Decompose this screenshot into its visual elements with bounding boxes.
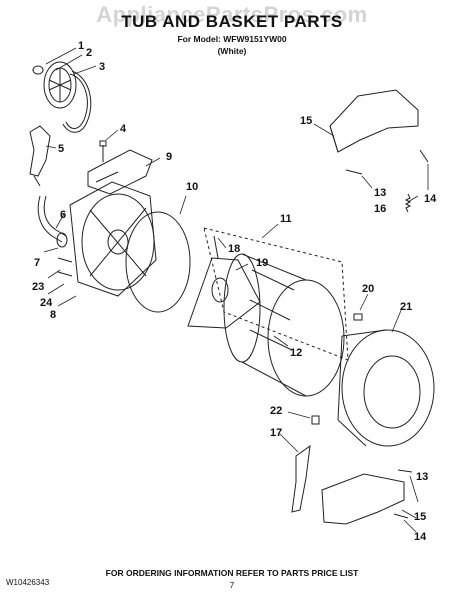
- tub-seal-ring: [125, 211, 191, 313]
- callout-14-bottom: 14: [414, 531, 427, 543]
- callout-23: 23: [32, 281, 44, 293]
- callout-7: 7: [34, 257, 40, 269]
- bolt-14-bottom: [393, 513, 409, 519]
- callout-15-bottom: 15: [414, 511, 426, 523]
- bolt-part: [99, 140, 107, 162]
- callout-13-top: 13: [374, 187, 386, 199]
- front-tub-part: [337, 329, 435, 447]
- callout-11: 11: [280, 213, 292, 225]
- spider-part: [187, 235, 261, 329]
- callout-5: 5: [58, 143, 64, 155]
- rear-tub-part: [57, 181, 157, 297]
- callout-15-top: 15: [300, 115, 312, 127]
- callout-8: 8: [50, 309, 56, 321]
- spring-part: [404, 193, 412, 213]
- model-line: For Model: WFW9151YW00: [177, 34, 287, 44]
- callout-20: 20: [362, 283, 374, 295]
- callout-1: 1: [78, 40, 84, 52]
- callout-24: 24: [40, 297, 53, 309]
- callout-4: 4: [120, 123, 127, 135]
- diagram-title: TUB AND BASKET PARTS: [121, 12, 343, 31]
- document-number: W10426343: [6, 578, 50, 587]
- watermark: AppliancePartsPros.com: [96, 2, 368, 27]
- callout-13-bottom: 13: [416, 471, 428, 483]
- callout-12: 12: [290, 347, 302, 359]
- bolt-14-top: [419, 149, 429, 163]
- callout-22: 22: [270, 405, 282, 417]
- bolt-13-bottom: [397, 469, 413, 473]
- counterweight-top: [329, 89, 419, 153]
- color-line: (White): [217, 46, 247, 56]
- clip-part: [353, 313, 363, 321]
- callout-17: 17: [270, 427, 282, 439]
- basket-part: [223, 253, 345, 397]
- hose-part: [29, 125, 51, 187]
- callout-14-top: 14: [424, 193, 437, 205]
- clip-part-lower: [311, 415, 320, 425]
- callout-9: 9: [166, 151, 172, 163]
- callout-21: 21: [400, 301, 412, 313]
- callout-10: 10: [186, 181, 198, 193]
- damper-part: [291, 444, 311, 513]
- page-number: 7: [229, 581, 235, 590]
- bolt-13-top: [345, 169, 363, 175]
- callout-18: 18: [228, 243, 240, 255]
- pulley-part: [32, 61, 92, 133]
- callout-6: 6: [60, 209, 66, 221]
- callout-2: 2: [86, 47, 92, 59]
- callout-3: 3: [99, 61, 105, 73]
- callout-19: 19: [256, 257, 268, 269]
- drain-hose-part: [37, 195, 68, 248]
- ordering-note: FOR ORDERING INFORMATION REFER TO PARTS …: [105, 568, 359, 578]
- callout-16: 16: [374, 203, 386, 215]
- bracket-part: [87, 149, 153, 195]
- counterweight-bottom: [321, 473, 405, 525]
